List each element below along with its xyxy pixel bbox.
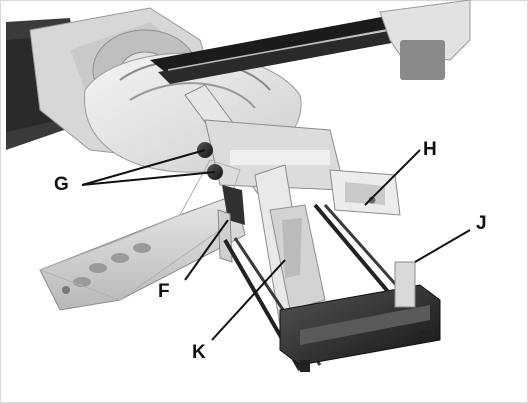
leader-k bbox=[211, 259, 286, 341]
workpiece-support-k bbox=[254, 164, 326, 326]
callout-h: H bbox=[423, 139, 437, 160]
end-stop-j bbox=[279, 261, 441, 372]
callout-g: G bbox=[54, 174, 69, 195]
mount-h bbox=[329, 169, 401, 216]
leader-f bbox=[184, 219, 229, 281]
leader-lines bbox=[81, 149, 471, 341]
rail-end-block bbox=[379, 0, 471, 80]
leader-j bbox=[414, 229, 471, 263]
leader-h bbox=[364, 149, 421, 206]
leader-g2 bbox=[81, 171, 216, 186]
callout-j: J bbox=[476, 213, 487, 234]
callout-f: F bbox=[158, 281, 170, 302]
leader-g1 bbox=[81, 149, 206, 186]
callout-k: K bbox=[192, 342, 206, 363]
left-extension-arm bbox=[38, 159, 246, 311]
